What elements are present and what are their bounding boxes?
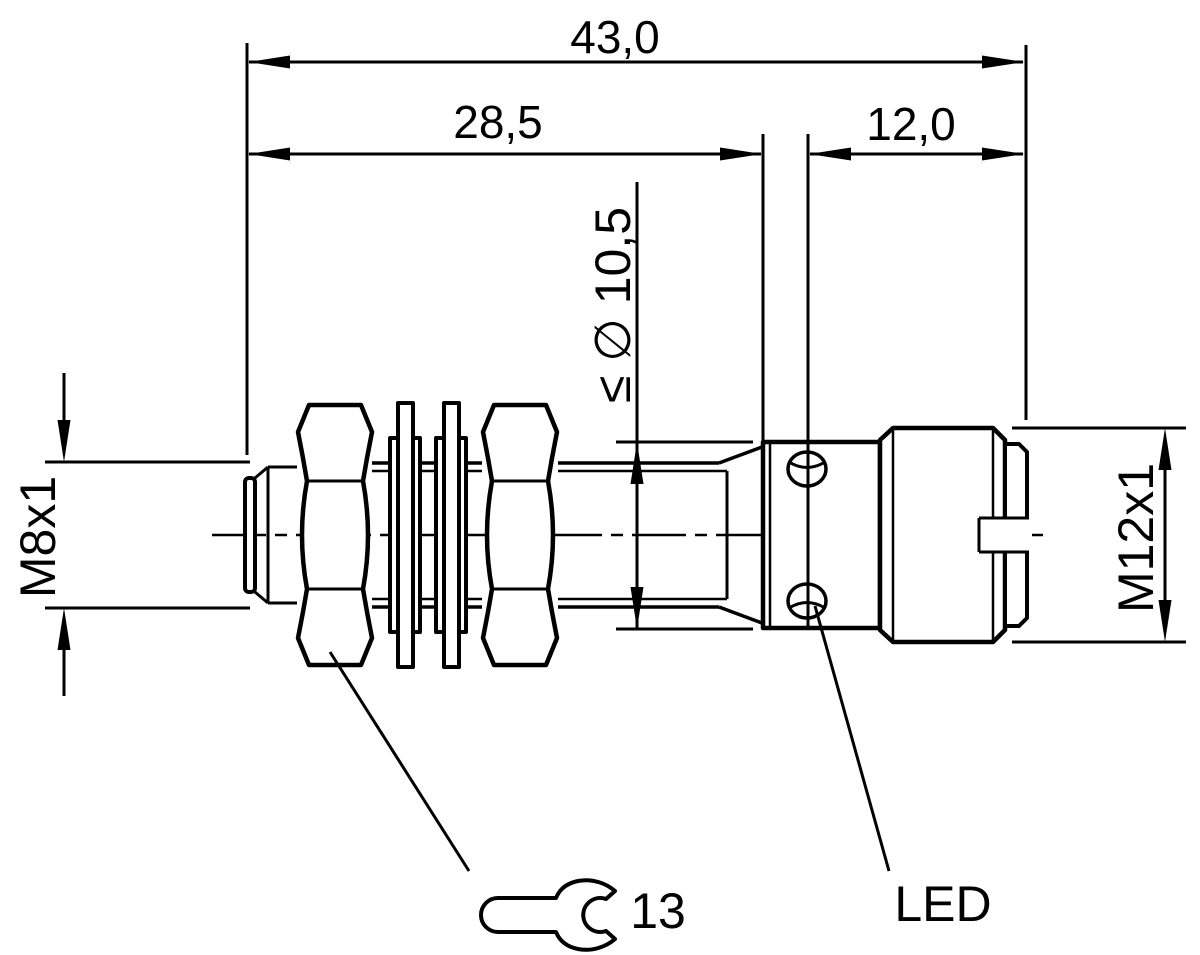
keyway-cut [979, 519, 1032, 551]
dimension-barrel-thread: M8x1 [10, 373, 250, 696]
overall-length-value: 43,0 [570, 11, 660, 63]
led-indicator-top [786, 450, 828, 488]
wrench-icon [479, 878, 617, 952]
connector-thread-label: M12x1 [1108, 463, 1164, 613]
arrow-left [248, 55, 290, 69]
led-bottom-lens [786, 582, 828, 620]
hex-nut-2-outline [480, 402, 560, 668]
dimension-collar-diameter: ≤ ∅ 10,5 [585, 182, 753, 631]
arrow-left [248, 147, 290, 161]
sensing-face-cap [243, 476, 257, 594]
arrow-up [1158, 428, 1172, 470]
cap-chamfer-top [254, 465, 269, 480]
washer-pair-2 [434, 401, 468, 669]
wrench-leader-line [328, 651, 471, 872]
thread-taper-bottom [718, 605, 763, 625]
dimension-barrel-length: 28,5 [248, 96, 765, 441]
arrow-right [982, 55, 1024, 69]
wrench-callout: 13 [328, 651, 686, 952]
wrench-size-value: 13 [630, 883, 686, 939]
arrow-down [1158, 600, 1172, 642]
arrow-up [57, 608, 71, 650]
led-bottom-lens-arc [788, 601, 826, 610]
led-top-lens [786, 450, 828, 488]
connector-keyway [977, 516, 1032, 554]
barrel-thread-label: M8x1 [10, 476, 66, 598]
thread-taper-top [718, 445, 763, 465]
collar-diameter-value: ≤ ∅ 10,5 [585, 207, 641, 403]
arrow-down [630, 587, 644, 629]
washer-tall-2 [442, 401, 461, 669]
m12-connector [877, 425, 1032, 645]
arrow-right [982, 147, 1024, 161]
arrow-down [57, 420, 71, 462]
washer-pair-1 [388, 401, 422, 669]
dimension-connector-thread: M12x1 [1012, 426, 1186, 644]
led-callout: LED [813, 605, 992, 932]
washer-tall-1 [396, 401, 415, 669]
arrow-right [720, 147, 762, 161]
dimension-overall-length: 43,0 [245, 11, 1028, 455]
hex-nut-1 [295, 402, 375, 668]
thread-lines [372, 445, 763, 625]
connector-length-value: 12,0 [866, 98, 956, 150]
led-label: LED [894, 876, 991, 932]
led-indicator-bottom [786, 582, 828, 620]
hex-nut-2 [480, 402, 560, 668]
led-collar-section [760, 439, 883, 631]
hex-nut-1-outline [295, 402, 375, 668]
cap-chamfer-bottom [254, 590, 269, 605]
barrel-length-value: 28,5 [453, 96, 543, 148]
sensor-body [243, 401, 1032, 669]
led-collar-body [760, 439, 883, 631]
dimension-connector-length: 12,0 [806, 98, 1024, 442]
led-top-lens-arc [788, 460, 826, 469]
arrow-up [630, 442, 644, 484]
arrow-left [809, 147, 851, 161]
led-leader-line [813, 605, 891, 872]
